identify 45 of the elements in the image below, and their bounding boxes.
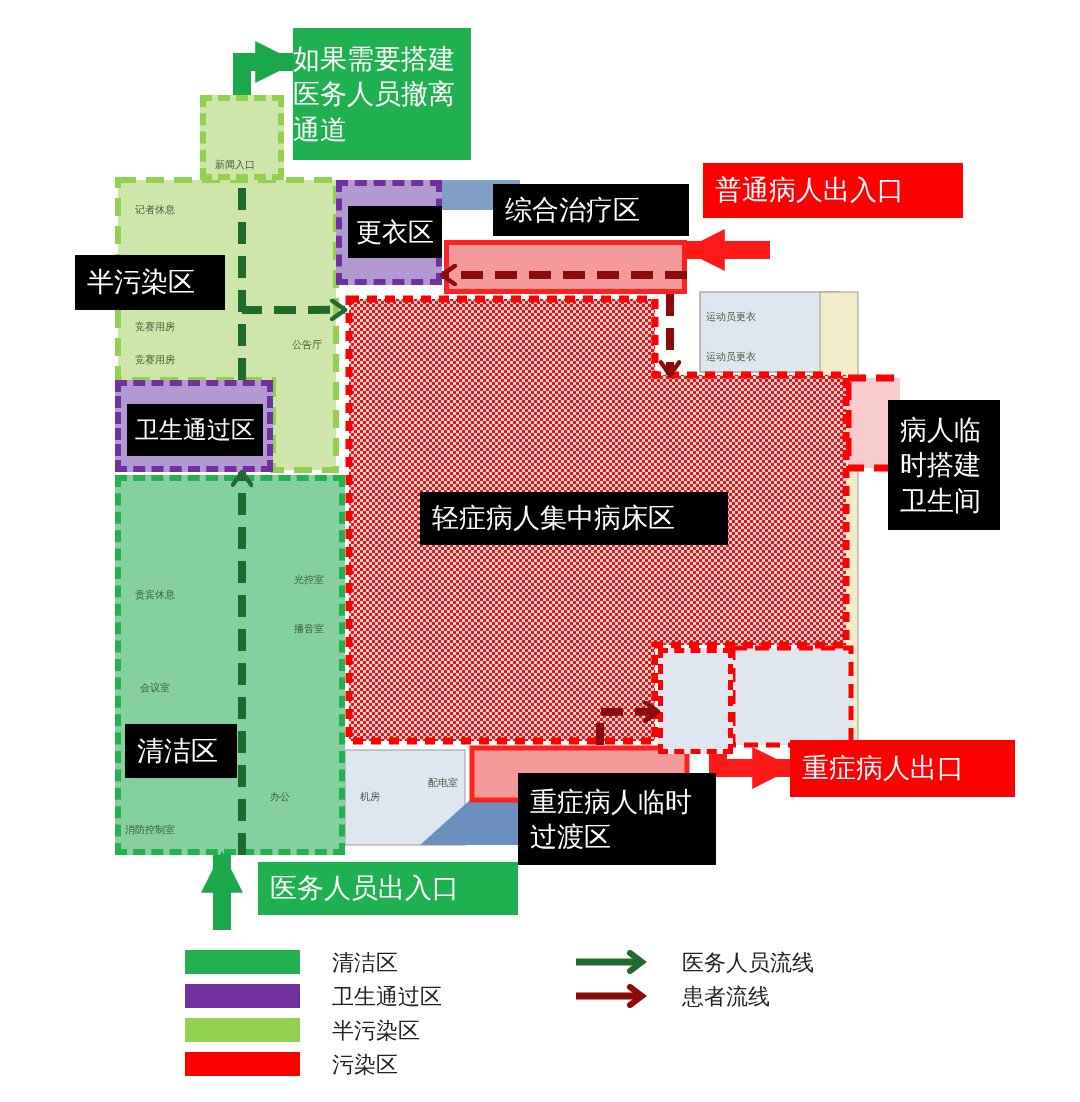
room-name: 办公 bbox=[270, 792, 290, 802]
zone-label: 更衣区 bbox=[348, 206, 442, 258]
legend-label: 污染区 bbox=[332, 1050, 398, 1079]
room-name: 会议室 bbox=[140, 683, 170, 693]
zone-label: 半污染区 bbox=[75, 255, 225, 310]
zone-label: 卫生通过区 bbox=[127, 404, 263, 456]
exit-label: 重症病人出口 bbox=[790, 740, 1015, 797]
note-box: 如果需要搭建医务人员撤离通道 bbox=[293, 28, 471, 160]
legend-label: 清洁区 bbox=[332, 948, 398, 977]
flow-line bbox=[230, 469, 254, 855]
zone-label: 病人临时搭建卫生间 bbox=[888, 400, 1000, 530]
room-name: 运动员更衣 bbox=[706, 312, 756, 322]
clean-zone bbox=[115, 475, 345, 855]
room-name: 播音室 bbox=[294, 624, 324, 634]
changing-zone bbox=[336, 180, 442, 285]
room-name: 贵宾休息 bbox=[135, 590, 175, 600]
room-name: 竞赛用房 bbox=[135, 355, 175, 365]
room-name: 光控室 bbox=[294, 575, 324, 585]
legend-label: 患者流线 bbox=[681, 982, 770, 1011]
zone-label: 重症病人临时过渡区 bbox=[518, 773, 716, 865]
room-name: 公告厅 bbox=[292, 340, 322, 350]
room-name: 配电室 bbox=[428, 778, 458, 788]
legend-label: 卫生通过区 bbox=[332, 982, 442, 1011]
room-name: 竞赛用房 bbox=[135, 322, 175, 332]
critical-room-zone bbox=[658, 648, 733, 754]
hygiene-pass-zone bbox=[115, 380, 273, 472]
entrance-zone bbox=[200, 95, 284, 180]
entrance-arrow bbox=[682, 229, 770, 271]
flow-line bbox=[658, 294, 682, 378]
room-name: 运动员更衣 bbox=[706, 352, 756, 362]
zone-label: 综合治疗区 bbox=[493, 184, 689, 236]
room-name: 消防控制室 bbox=[125, 825, 175, 835]
entrance-label: 普通病人出入口 bbox=[703, 163, 963, 218]
flow-line bbox=[596, 700, 661, 745]
room-name: 记者休息 bbox=[135, 205, 175, 215]
room-name: 新闻入口 bbox=[215, 160, 255, 170]
room-name: 机房 bbox=[360, 792, 380, 802]
zone-label: 清洁区 bbox=[125, 724, 237, 778]
zone-label: 轻症病人集中病床区 bbox=[420, 492, 728, 545]
entrance-label: 医务人员出入口 bbox=[258, 862, 518, 915]
legend-label: 半污染区 bbox=[332, 1016, 420, 1045]
legend-label: 医务人员流线 bbox=[681, 948, 814, 977]
flow-line bbox=[439, 263, 687, 287]
entrance-arrow bbox=[201, 850, 243, 930]
contaminated-zone bbox=[345, 295, 850, 745]
